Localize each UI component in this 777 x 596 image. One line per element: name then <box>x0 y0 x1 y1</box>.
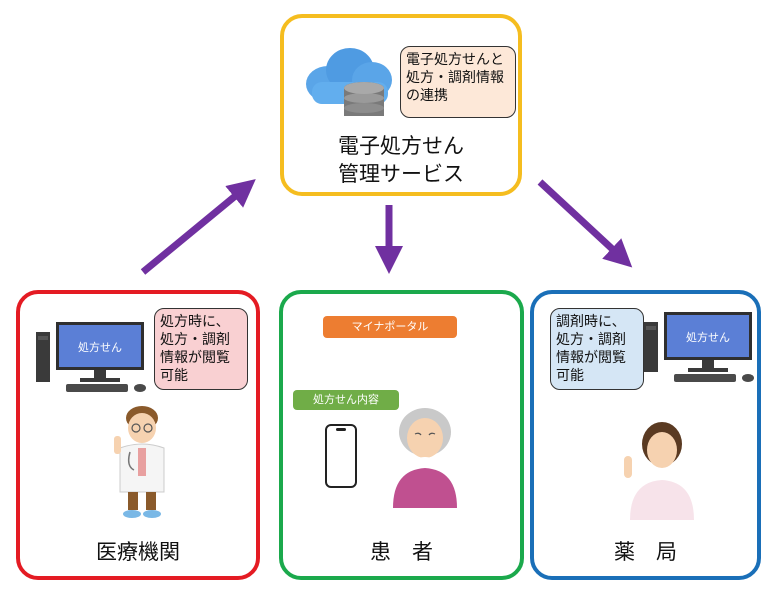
service-title-line-2: 管理サービス <box>338 162 464 186</box>
pharmacy-box: 調剤時に、 処方・調剤 情報が閲覧 可能 処方せん 薬 局 <box>530 290 761 580</box>
pharmacy-note-line-2: 処方・調剤 <box>556 332 626 348</box>
patient-box: マイナポータル 処方せん内容 患 者 <box>279 290 524 580</box>
pharmacy-note-line-1: 調剤時に、 <box>556 314 626 330</box>
service-title-line-1: 電子処方せん <box>338 134 464 158</box>
service-note-line-1: 電子処方せんと <box>406 52 504 68</box>
patient-title: 患 者 <box>370 540 433 564</box>
prescription-content-label: 処方せん内容 <box>293 390 399 410</box>
medical-note-line-4: 可能 <box>160 368 188 384</box>
pharmacy-title: 薬 局 <box>614 540 677 564</box>
pharmacy-note-line-3: 情報が閲覧 <box>556 350 626 366</box>
pharmacy-screen-label: 処方せん <box>686 330 730 344</box>
pharmacist-illustration <box>624 422 694 520</box>
portal-label: マイナポータル <box>323 316 457 338</box>
medical-note-line-3: 情報が閲覧 <box>160 350 230 366</box>
service-note-line-3: の連携 <box>406 88 448 104</box>
arrow-medical-to-service <box>140 179 256 275</box>
elderly-patient-illustration <box>393 408 457 508</box>
arrow-service-to-pharmacy <box>537 179 633 268</box>
medical-note-line-1: 処方時に、 <box>160 314 230 330</box>
medical-screen-label: 処方せん <box>78 340 122 354</box>
service-title: 電子処方せん 管理サービス <box>284 132 518 188</box>
medical-title: 医療機関 <box>96 540 180 564</box>
pharmacy-note-line-4: 可能 <box>556 368 584 384</box>
service-note-line-2: 処方・調剤情報 <box>406 70 504 86</box>
pharmacy-note: 調剤時に、 処方・調剤 情報が閲覧 可能 <box>550 308 644 390</box>
service-box: 電子処方せんと 処方・調剤情報 の連携 電子処方せん 管理サービス <box>280 14 522 196</box>
cloud-database-icon <box>306 48 392 116</box>
medical-note: 処方時に、 処方・調剤 情報が閲覧 可能 <box>154 308 248 390</box>
medical-note-line-2: 処方・調剤 <box>160 332 230 348</box>
medical-box: 処方せん 処方時に、 処方・調剤 情報が閲覧 可能 医療機関 <box>16 290 260 580</box>
smartphone-icon <box>325 424 357 488</box>
doctor-illustration <box>114 406 165 518</box>
computer-icon: 処方せん <box>36 322 146 392</box>
computer-icon: 処方せん <box>644 312 754 382</box>
service-note: 電子処方せんと 処方・調剤情報 の連携 <box>400 46 516 118</box>
